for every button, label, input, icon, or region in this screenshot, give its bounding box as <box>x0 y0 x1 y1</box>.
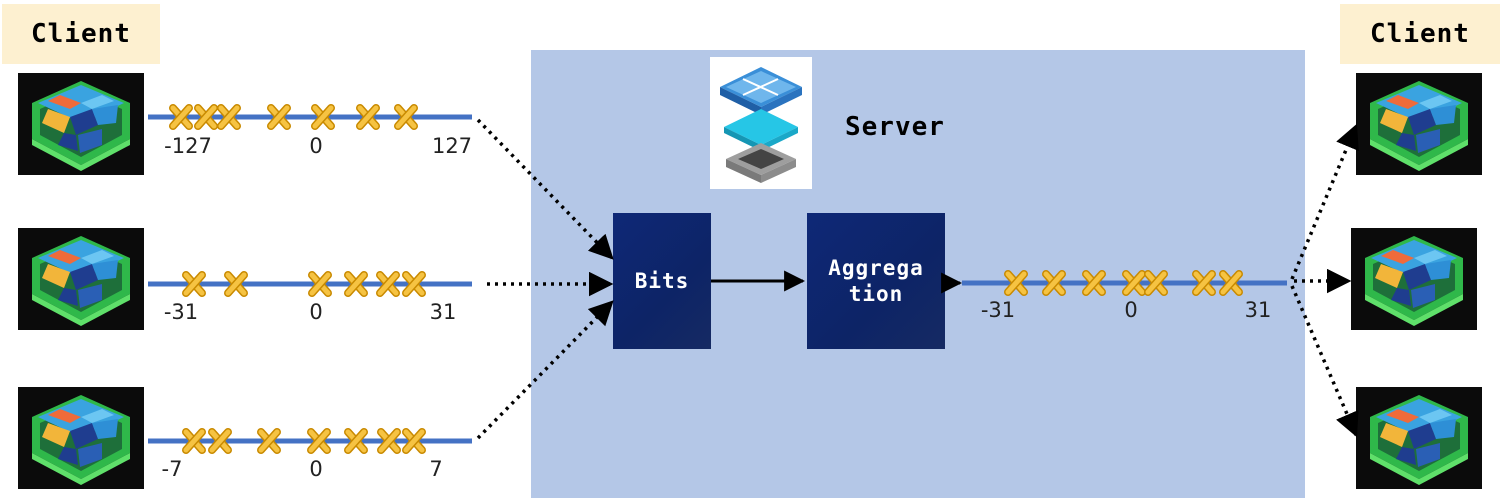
x-marker <box>1144 270 1168 296</box>
x-marker <box>344 271 368 297</box>
tick-label: 0 <box>309 457 323 481</box>
x-marker <box>394 104 418 130</box>
x-marker <box>182 428 206 454</box>
x-marker <box>217 104 241 130</box>
x-marker <box>402 271 426 297</box>
arrow-client-1-to-bits <box>476 118 614 260</box>
x-marker <box>1219 270 1243 296</box>
arrow-to-right-client-3 <box>1290 285 1359 438</box>
server-stack-icon <box>710 57 812 189</box>
x-marker <box>1192 270 1216 296</box>
x-marker <box>169 104 193 130</box>
bits-label: Bits <box>634 269 690 293</box>
client-device-icon-right-3 <box>1356 387 1482 494</box>
client-device-icon-left-1 <box>18 73 144 180</box>
left-client-label: Client <box>2 4 160 64</box>
tick-label: -7 <box>161 457 183 481</box>
x-marker <box>377 428 401 454</box>
x-marker <box>194 104 218 130</box>
client-device-icon-left-2 <box>18 228 144 335</box>
tick-label: 31 <box>429 300 457 324</box>
x-marker <box>1042 270 1066 296</box>
aggregation-label-line1: Aggrega <box>828 256 924 280</box>
x-marker <box>311 104 335 130</box>
x-marker <box>1082 270 1106 296</box>
aggregation-label-line2: tion <box>848 282 904 306</box>
tick-label: 0 <box>309 134 323 158</box>
arrow-to-right-client-1 <box>1290 123 1359 280</box>
tick-label: 0 <box>1124 298 1138 322</box>
tick-label: -31 <box>163 300 199 324</box>
x-marker <box>307 428 331 454</box>
quantization-markers <box>169 104 1243 454</box>
x-marker <box>224 271 248 297</box>
tick-label: 31 <box>1244 298 1272 322</box>
client-device-icon-left-3 <box>18 387 144 494</box>
tick-label: -127 <box>164 134 212 158</box>
x-marker <box>267 104 291 130</box>
arrow-client-3-to-bits <box>476 300 614 440</box>
tick-label: 127 <box>431 134 473 158</box>
x-marker <box>1004 270 1028 296</box>
tick-label: 7 <box>429 457 443 481</box>
x-marker <box>208 428 232 454</box>
x-marker <box>182 271 206 297</box>
x-marker <box>402 428 426 454</box>
client-device-icon-right-1 <box>1356 73 1482 180</box>
right-client-label: Client <box>1340 4 1500 64</box>
x-marker <box>344 428 368 454</box>
tick-label: -31 <box>980 298 1016 322</box>
x-marker <box>308 271 332 297</box>
x-marker <box>356 104 380 130</box>
aggregation-block: Aggrega tion <box>807 213 945 349</box>
bits-block: Bits <box>613 213 711 349</box>
x-marker <box>376 271 400 297</box>
server-label: Server <box>845 112 945 142</box>
x-marker <box>1122 270 1146 296</box>
client-device-icon-right-2 <box>1351 228 1477 335</box>
x-marker <box>257 428 281 454</box>
tick-label: 0 <box>309 300 323 324</box>
